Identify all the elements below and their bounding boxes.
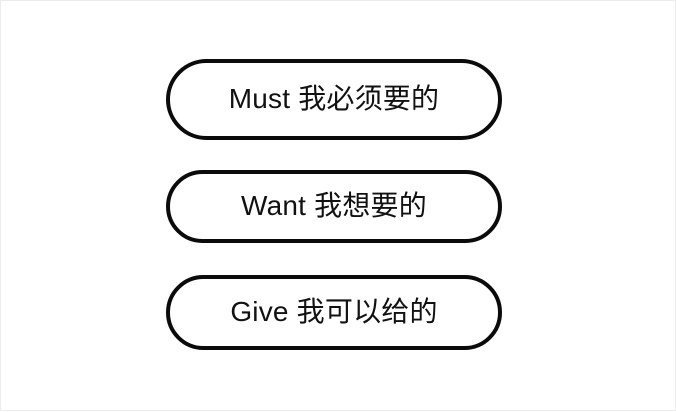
button-give-label: Give 我可以给的 <box>230 295 438 327</box>
button-must-label: Must 我必须要的 <box>228 82 440 114</box>
button-must[interactable]: Must 我必须要的 <box>166 59 502 140</box>
button-want[interactable]: Want 我想要的 <box>166 170 502 243</box>
button-want-label: Want 我想要的 <box>241 189 427 221</box>
button-give[interactable]: Give 我可以给的 <box>166 275 502 350</box>
